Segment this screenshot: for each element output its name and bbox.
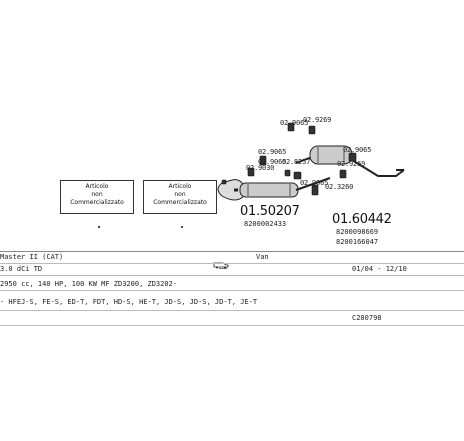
engine-spec: 2950 cc, 140 HP, 100 KW MF ZD3200, ZD320… bbox=[0, 280, 178, 288]
vehicle-model: Master II (CAT) bbox=[0, 253, 64, 261]
notice-line: Articolo bbox=[85, 183, 109, 190]
gasket-icon bbox=[221, 179, 227, 185]
hanger-icon bbox=[247, 167, 255, 177]
marker-dot bbox=[98, 226, 100, 228]
notice-line: Articolo bbox=[168, 183, 192, 190]
part-label[interactable]: 02.9065 bbox=[343, 146, 372, 154]
part-label[interactable]: 02.9269 bbox=[337, 160, 366, 168]
front-silencer-drawing bbox=[217, 177, 331, 201]
notice-line: non bbox=[91, 191, 103, 198]
part-label[interactable]: 02.9065 bbox=[280, 119, 309, 127]
hanger-icon bbox=[311, 184, 319, 196]
oem-number: 8200166047 bbox=[336, 238, 379, 246]
part-label[interactable]: 02.3260 bbox=[325, 183, 354, 191]
not-available-notice: Articolo non Commercializzato bbox=[143, 180, 217, 214]
mounting-parts bbox=[221, 122, 357, 196]
part-number-front[interactable]: 01.50207 bbox=[240, 204, 300, 219]
exhaust-system-drawing bbox=[217, 122, 405, 201]
part-label[interactable]: 02.9269 bbox=[303, 116, 332, 124]
divider bbox=[0, 275, 464, 276]
hanger-icon bbox=[348, 152, 357, 162]
engine: 3.0 dCi TD bbox=[0, 265, 43, 273]
not-available-notice: Articolo non Commercializzato bbox=[60, 180, 134, 214]
part-number-rear[interactable]: 01.60442 bbox=[332, 212, 392, 227]
fitment-codes: - HFEJ-S, FE-S, ED-T, FDT, HD-S, HE-T, J… bbox=[0, 298, 258, 306]
clamp-icon bbox=[293, 171, 302, 180]
exhaust-diagram: 02.9065 02.9269 02.9065 02.9030 02.9065 … bbox=[60, 116, 405, 246]
marker-dot bbox=[181, 226, 183, 228]
notice-line: non bbox=[174, 191, 186, 198]
clamp-icon bbox=[287, 122, 295, 132]
divider bbox=[0, 263, 464, 264]
divider bbox=[0, 325, 464, 326]
divider bbox=[0, 290, 464, 291]
notice-line: Commercializzato bbox=[70, 199, 124, 206]
notice-line: Commercializzato bbox=[153, 199, 207, 206]
oem-number: 8200098669 bbox=[336, 228, 379, 236]
production-years: 01/04 - 12/10 bbox=[352, 265, 407, 273]
catalog-code: C280798 bbox=[352, 314, 382, 322]
clamp-icon bbox=[308, 125, 316, 135]
divider bbox=[0, 251, 464, 252]
rear-silencer-drawing bbox=[295, 145, 405, 177]
part-label[interactable]: 02.9065 bbox=[258, 148, 287, 156]
oem-number: 8200002433 bbox=[244, 220, 287, 228]
divider bbox=[0, 310, 464, 311]
clamp-icon bbox=[284, 169, 291, 177]
hanger-icon bbox=[259, 155, 267, 166]
part-label[interactable]: 02.9065 bbox=[300, 179, 329, 187]
part-label[interactable]: 02.9030 bbox=[246, 164, 275, 172]
part-label[interactable]: 02.9065 bbox=[258, 158, 287, 166]
van-icon bbox=[213, 254, 229, 269]
part-label[interactable]: 02.8257 bbox=[282, 158, 311, 166]
clamp-icon bbox=[339, 169, 347, 179]
body-type: Van bbox=[256, 253, 269, 261]
